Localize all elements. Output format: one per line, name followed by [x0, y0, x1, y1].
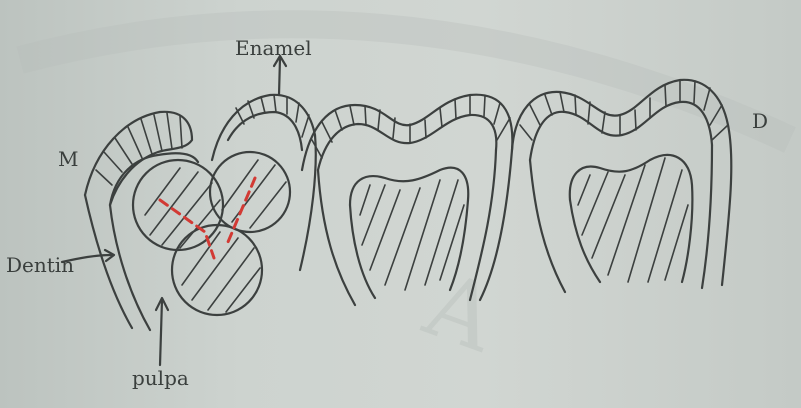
label-distal: D — [752, 109, 768, 133]
enamel-pointer — [279, 58, 280, 95]
tooth-1 — [85, 95, 316, 330]
watermark: A — [20, 24, 790, 373]
label-enamel: Enamel — [235, 36, 312, 60]
label-mesial: M — [58, 147, 78, 171]
pulpa-pointer — [160, 300, 162, 365]
svg-text:A: A — [412, 252, 511, 374]
label-dentin: Dentin — [6, 253, 74, 277]
label-pulpa: pulpa — [132, 366, 189, 390]
